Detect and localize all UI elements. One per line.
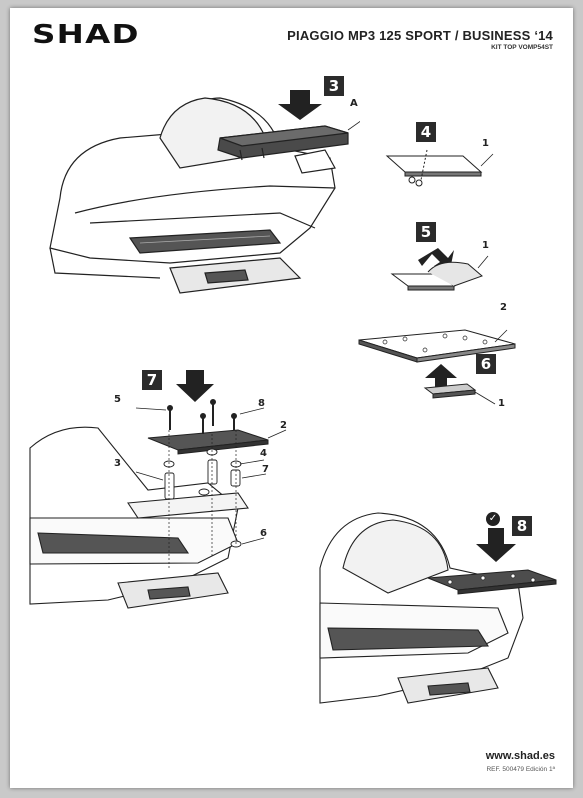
step4-cut-pad-illustration <box>385 149 494 187</box>
instruction-page: SHAD PIAGGIO MP3 125 SPORT / BUSINESS ‘1… <box>10 8 573 788</box>
step-5-badge: 5 <box>416 222 436 242</box>
step-6-badge: 6 <box>476 354 496 374</box>
callout-step7-plate-2: 2 <box>280 420 287 431</box>
kit-reference: KIT TOP VOMP54ST <box>491 44 553 51</box>
callout-step7-screw-8: 8 <box>258 398 265 409</box>
step3-scooter-illustration <box>49 90 360 294</box>
step-7-badge: 7 <box>142 370 162 390</box>
check-icon: ✓ <box>486 512 500 526</box>
step6-plate-illustration <box>358 329 516 405</box>
step8-mounted-plate-illustration <box>319 512 557 704</box>
step-3-badge: 3 <box>324 76 344 96</box>
down-arrow-icon <box>278 90 322 120</box>
up-arrow-icon <box>425 364 457 394</box>
callout-step7-screw-5: 5 <box>114 394 121 405</box>
callout-step7-washer-4: 4 <box>260 448 267 459</box>
document-reference: REF. 500479 Edición 1ª <box>486 766 555 773</box>
callout-step7-nut-6: 6 <box>260 528 267 539</box>
callout-step7-spacer-7: 7 <box>262 464 269 475</box>
step7-assembly-illustration <box>29 370 287 609</box>
step-8-badge: 8 <box>512 516 532 536</box>
callout-a: A <box>350 98 358 109</box>
step-4-badge: 4 <box>416 122 436 142</box>
callout-step7-spacer-3: 3 <box>114 458 121 469</box>
website[interactable]: www.shad.es <box>485 750 555 762</box>
callout-step5-part: 1 <box>482 240 489 251</box>
down-arrow-icon <box>476 528 516 562</box>
callout-step6-plate: 2 <box>500 302 507 313</box>
step5-peel-illustration <box>390 248 489 291</box>
page-title: PIAGGIO MP3 125 SPORT / BUSINESS ‘14 <box>287 28 553 43</box>
callout-step4-part: 1 <box>482 138 489 149</box>
brand-logo: SHAD <box>32 20 140 50</box>
callout-step6-pad: 1 <box>498 398 505 409</box>
down-arrow-icon <box>176 370 214 402</box>
